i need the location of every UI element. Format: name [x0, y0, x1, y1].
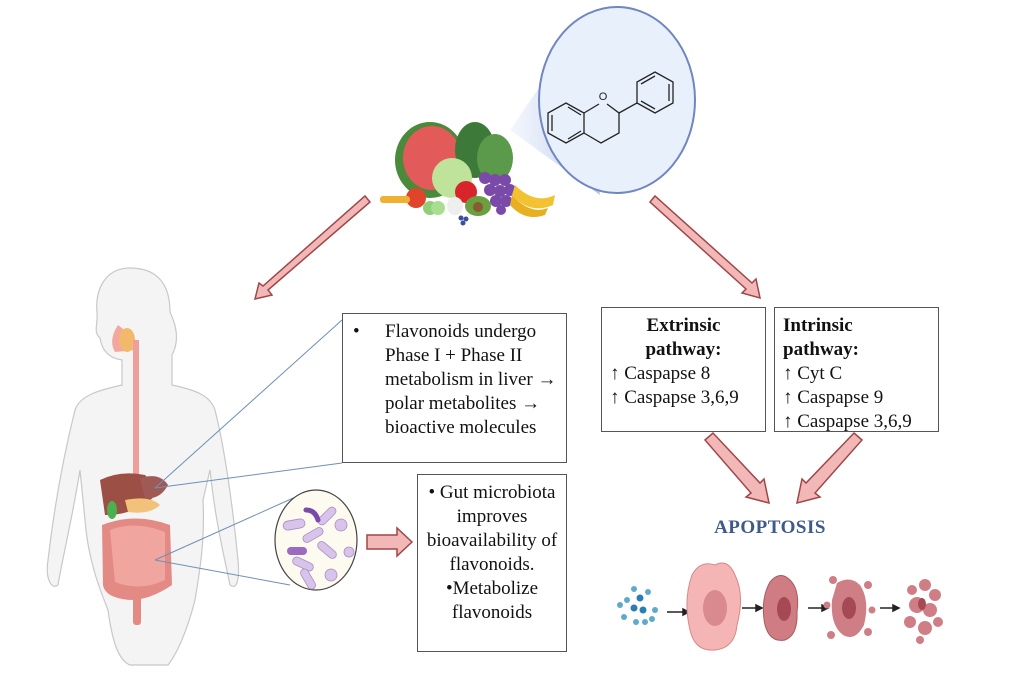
gut-line: improves — [456, 506, 528, 527]
gut-bacteria-icon — [274, 489, 358, 591]
intrinsic-item: ↑ Caspapse 9 — [783, 387, 884, 408]
intrinsic-item: ↑ Caspapse 3,6,9 — [783, 411, 912, 432]
gut-line: bioavailability of — [426, 530, 558, 551]
extrinsic-pathway-box: Extrinsic pathway: ↑ Caspapse 8 ↑ Caspap… — [601, 307, 766, 432]
cell-blebbing — [823, 576, 876, 639]
arrow-intrinsic-to-apoptosis — [796, 431, 864, 505]
fruits-vegetables-icon — [380, 122, 555, 226]
extrinsic-item: ↑ Caspapse 8 — [610, 363, 711, 384]
intrinsic-item: ↑ Cyt C — [783, 363, 843, 384]
gut-line: •Metabolize — [445, 578, 539, 599]
liver-line: bioactive molecules — [385, 417, 537, 438]
gut-line: flavonoids — [451, 602, 533, 623]
intrinsic-title: Intrinsic pathway: — [783, 315, 860, 360]
human-digestive-system-icon — [46, 267, 240, 666]
gut-line: flavonoids. — [449, 554, 535, 575]
cell-apoptotic-bodies — [904, 579, 943, 644]
liver-line: polar metabolites → — [385, 393, 541, 414]
arrow-to-body — [253, 194, 372, 301]
arrow-to-gut-box — [366, 526, 414, 558]
arrow-extrinsic-to-apoptosis — [703, 431, 770, 505]
extrinsic-title: Extrinsic — [646, 315, 721, 336]
bullet: • — [353, 321, 360, 342]
extrinsic-title: pathway: — [645, 339, 722, 360]
stage-molecules — [617, 586, 658, 625]
arrow-to-pathways — [648, 194, 761, 300]
liver-line: Phase I + Phase II — [385, 345, 523, 366]
liver-line: metabolism in liver → — [385, 369, 557, 390]
extrinsic-item: ↑ Caspapse 3,6,9 — [610, 387, 739, 408]
liver-metabolism-box: • Flavonoids undergo Phase I + Phase II … — [342, 313, 567, 463]
apoptosis-stages-icon — [617, 562, 943, 651]
callout-lines — [154, 319, 343, 586]
gut-line: • Gut microbiota — [428, 482, 556, 503]
apoptosis-label: APOPTOSIS — [714, 517, 826, 538]
oxygen-label: O — [599, 91, 608, 103]
intrinsic-pathway-box: Intrinsic pathway: ↑ Cyt C ↑ Caspapse 9 … — [774, 307, 939, 432]
gut-microbiota-box: • Gut microbiota improves bioavailabilit… — [417, 474, 567, 652]
flavan-structure-icon: O — [538, 6, 696, 194]
liver-line: Flavonoids undergo — [385, 321, 537, 342]
